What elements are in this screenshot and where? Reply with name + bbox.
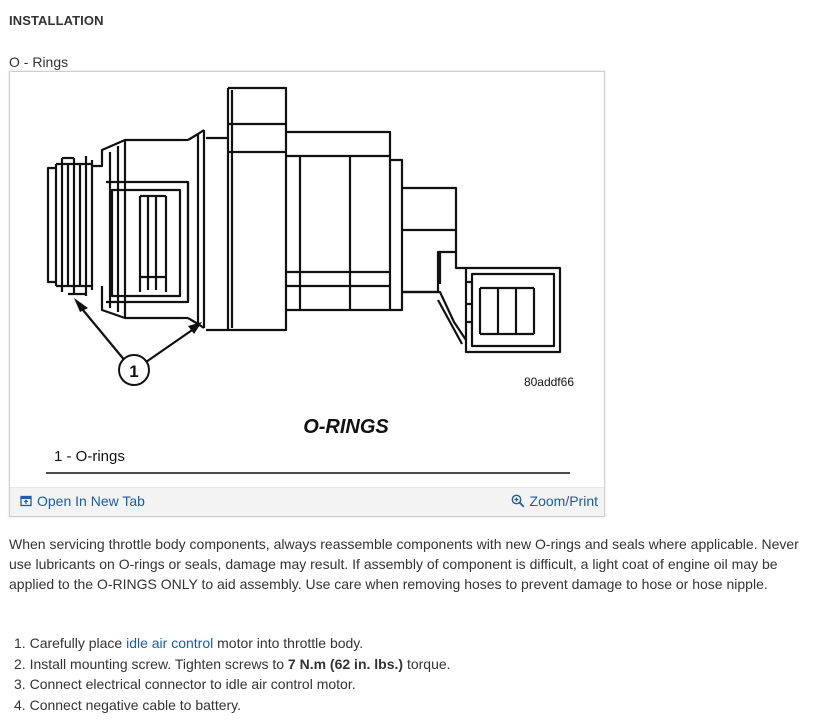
list-item: 2. Install mounting screw. Tighten screw… <box>14 654 451 675</box>
callout-arrowhead-left <box>74 298 88 312</box>
figure-container: 1 80addf66 O-RINGS 1 - O-rings Open In N… <box>9 71 605 517</box>
step-text: Connect electrical connector to idle air… <box>29 676 356 692</box>
step-number: 4. <box>14 696 26 713</box>
zoom-print-link[interactable]: Zoom/Print <box>511 493 598 509</box>
step-text: Carefully place <box>29 635 127 651</box>
step-number: 3. <box>14 676 26 692</box>
installation-paragraph: When servicing throttle body components,… <box>9 536 799 592</box>
list-item: 4. Connect negative cable to battery. <box>14 695 451 716</box>
step-text: torque. <box>403 655 451 672</box>
step-text: motor into throttle body. <box>213 635 364 651</box>
step-number: 2. <box>14 655 26 672</box>
callout-number: 1 <box>129 362 138 381</box>
list-item: 3. Connect electrical connector to idle … <box>14 674 451 695</box>
section-title: INSTALLATION <box>9 13 104 28</box>
idle-air-control-link[interactable]: idle air control <box>126 635 214 651</box>
zoom-icon <box>511 494 525 508</box>
figure-toolbar: Open In New Tab Zoom/Print <box>10 487 604 516</box>
o-rings-diagram: 1 80addf66 O-RINGS 1 - O-rings <box>46 86 574 474</box>
diagram-legend: 1 - O-rings <box>54 448 125 465</box>
image-code: 80addf66 <box>524 375 574 389</box>
open-in-new-tab-icon <box>20 495 32 507</box>
open-in-new-tab-link[interactable]: Open In New Tab <box>20 493 145 509</box>
step-text: Install mounting screw. Tighten screws t… <box>29 655 288 672</box>
open-in-new-tab-label: Open In New Tab <box>37 493 145 509</box>
step-text: Connect negative cable to battery. <box>29 696 242 713</box>
callout-arrowhead-right <box>188 322 202 334</box>
figure-caption: O - Rings <box>9 54 69 70</box>
list-item: 1. Carefully place idle air control moto… <box>14 633 451 654</box>
diagram-title: O-RINGS <box>303 416 389 438</box>
installation-steps: 1. Carefully place idle air control moto… <box>14 633 451 715</box>
zoom-print-label: Zoom/Print <box>529 493 598 509</box>
step-number: 1. <box>14 635 26 651</box>
torque-value: 7 N.m (62 in. lbs.) <box>287 655 404 672</box>
